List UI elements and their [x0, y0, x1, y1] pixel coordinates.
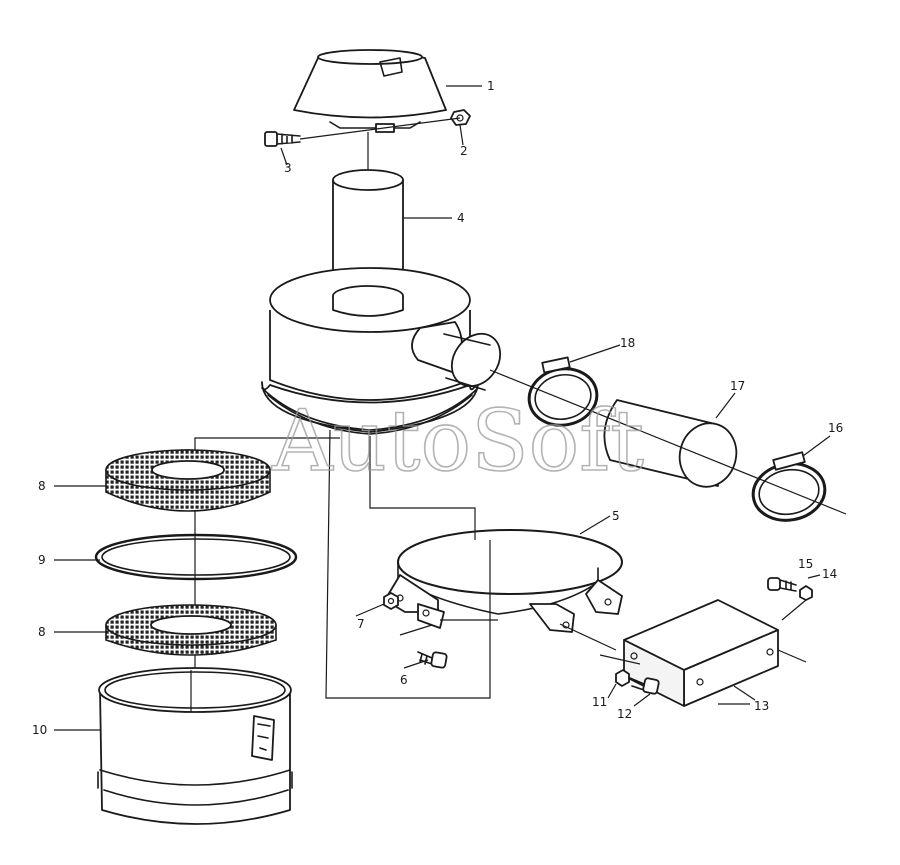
part-main-housing — [261, 267, 502, 435]
part-filter-element-8-lower — [105, 604, 277, 656]
part-mounting-band-5 — [384, 529, 623, 651]
callout-15: 15 — [798, 557, 813, 571]
part-top-cap — [293, 49, 447, 133]
part-nut-7 — [383, 592, 399, 610]
callout-8-lower: 8 — [38, 625, 46, 639]
callout-6: 6 — [400, 673, 408, 687]
callout-10: 10 — [32, 723, 47, 737]
callout-1: 1 — [487, 79, 495, 93]
part-nut-2 — [450, 109, 471, 146]
callout-3: 3 — [284, 161, 292, 175]
callout-14: 14 — [822, 567, 837, 581]
callout-9: 9 — [38, 553, 46, 567]
part-bolt-3 — [264, 117, 461, 166]
part-bolt-6 — [417, 651, 448, 669]
callout-16: 16 — [828, 421, 843, 435]
callout-17: 17 — [730, 379, 745, 393]
callout-18: 18 — [620, 336, 635, 350]
part-nut-11 — [615, 669, 630, 687]
part-dust-bowl-10 — [97, 667, 293, 825]
callout-labels: 1 2 3 4 5 6 7 8 9 8 10 11 12 13 14 15 16… — [32, 79, 843, 737]
callout-5: 5 — [612, 509, 620, 523]
callout-4: 4 — [457, 211, 465, 225]
callout-2: 2 — [460, 144, 468, 158]
callout-7: 7 — [357, 617, 365, 631]
intake-axis-line — [489, 369, 847, 515]
callout-11: 11 — [592, 695, 607, 709]
part-hose-clamp-18 — [527, 344, 621, 427]
callout-13: 13 — [754, 699, 769, 713]
part-hose-clamp-16 — [751, 435, 831, 522]
watermark: AutoSoft — [271, 392, 644, 490]
callout-12: 12 — [617, 707, 632, 721]
part-seal-ring-9 — [94, 533, 298, 581]
part-filter-element-8-top — [105, 449, 271, 512]
part-bolt-12 — [629, 677, 660, 707]
part-hose-17 — [603, 392, 738, 488]
part-bracket-13 — [599, 599, 807, 707]
callout-8-top: 8 — [38, 479, 46, 493]
part-nut-14 — [781, 585, 813, 621]
part-bolt-15 — [767, 577, 797, 592]
callout-leader-lines — [54, 85, 821, 731]
